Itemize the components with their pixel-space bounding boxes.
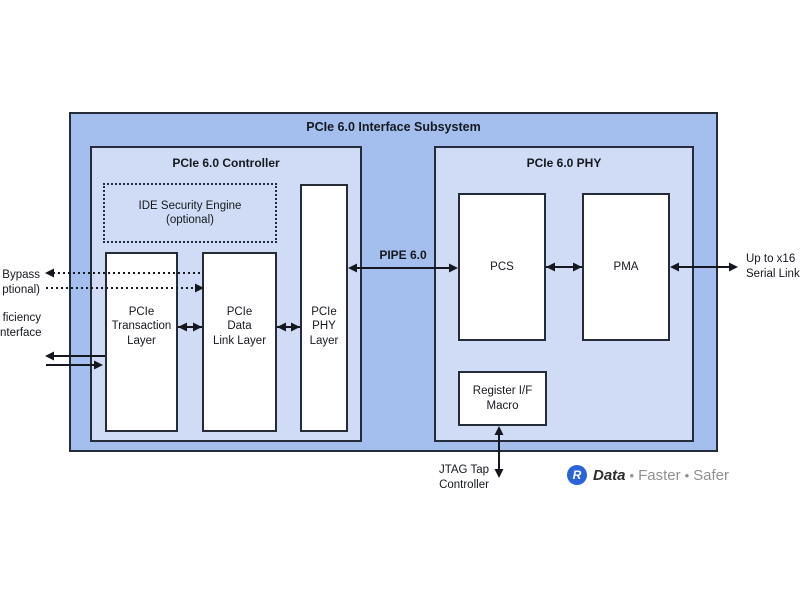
pma-label: PMA xyxy=(613,260,639,273)
jtag-label: JTAG Tap Controller xyxy=(438,464,490,491)
pcs-label: PCS xyxy=(490,260,514,273)
phy-layer-label: PCIe PHY Layer xyxy=(309,305,339,347)
data-link-layer-box: PCIe Data Link Layer xyxy=(202,252,277,432)
register-if-box: Register I/F Macro xyxy=(458,371,547,426)
pma-box: PMA xyxy=(582,193,670,341)
logo-letter: R xyxy=(572,468,582,482)
subsystem-title: PCIe 6.0 Interface Subsystem xyxy=(306,120,481,134)
brand-word-faster: Faster xyxy=(638,466,681,484)
pipe-label: PIPE 6.0 xyxy=(379,248,427,262)
bypass-label: Bypass ptional) xyxy=(2,269,40,296)
phy-title: PCIe 6.0 PHY xyxy=(526,156,602,170)
register-if-label: Register I/F Macro xyxy=(472,385,533,412)
ide-security-engine-label: IDE Security Engine (optional) xyxy=(138,199,242,227)
efficiency-interface-label: ficiency nterface xyxy=(0,312,42,339)
phy-layer-box: PCIe PHY Layer xyxy=(300,184,348,432)
brand-separator-2: • xyxy=(684,467,690,483)
transaction-layer-label: PCIe Transaction Layer xyxy=(111,305,172,347)
brand-row: R Data • Faster • Safer xyxy=(567,464,729,486)
rambus-logo-icon: R xyxy=(567,465,587,485)
brand-word-safer: Safer xyxy=(693,466,730,484)
data-link-layer-label: PCIe Data Link Layer xyxy=(212,305,267,347)
brand-separator-1: • xyxy=(629,467,635,483)
ide-security-engine-box: IDE Security Engine (optional) xyxy=(103,183,277,243)
serial-link-label: Up to x16 Serial Link xyxy=(746,253,800,280)
transaction-layer-box: PCIe Transaction Layer xyxy=(105,252,178,432)
brand-word-data: Data xyxy=(593,466,626,484)
pcs-box: PCS xyxy=(458,193,546,341)
controller-title: PCIe 6.0 Controller xyxy=(172,156,280,170)
